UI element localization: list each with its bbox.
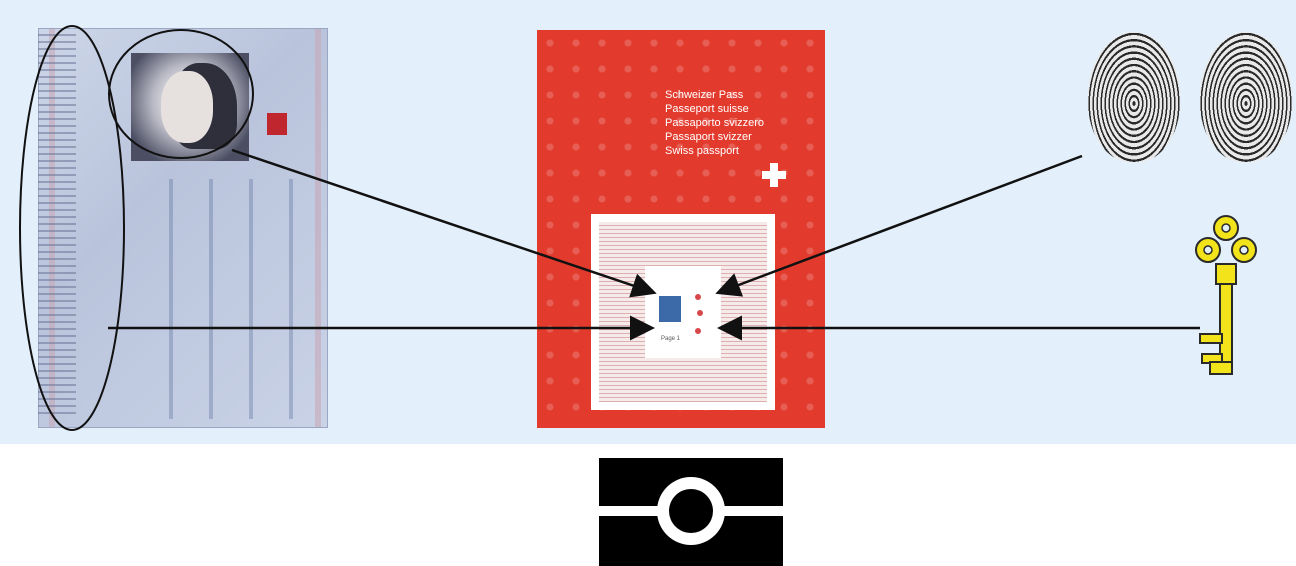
rfid-antenna: Page 1 xyxy=(599,222,767,402)
rfid-chip-window: Page 1 xyxy=(591,214,775,410)
fingerprint-icon xyxy=(1088,32,1180,162)
cover-title-line: Passaport svizzer xyxy=(665,130,805,144)
epassport-logo-icon xyxy=(599,458,783,566)
holder-photo xyxy=(131,53,249,161)
fingerprint-icon xyxy=(1200,32,1292,162)
passport-data-page xyxy=(38,28,328,428)
chip-dot xyxy=(695,294,701,300)
chip-label: Page 1 xyxy=(661,336,680,342)
photo-face xyxy=(161,71,213,143)
data-text-column xyxy=(249,179,253,419)
swiss-cross-icon xyxy=(759,160,789,190)
passport-cover: Schweizer Pass Passeport suisse Passapor… xyxy=(537,30,825,428)
data-text-column xyxy=(289,179,293,419)
security-strip xyxy=(315,29,321,427)
cover-title-line: Passeport suisse xyxy=(665,102,805,116)
chip-dot xyxy=(695,328,701,334)
data-text-column xyxy=(169,179,173,419)
cover-title-line: Passaporto svizzero xyxy=(665,116,805,130)
cover-title: Schweizer Pass Passeport suisse Passapor… xyxy=(665,88,805,158)
cover-title-line: Schweizer Pass xyxy=(665,88,805,102)
swiss-emblem xyxy=(267,113,287,135)
chip-dot xyxy=(697,310,703,316)
data-text-column xyxy=(209,179,213,419)
cover-title-line: Swiss passport xyxy=(665,144,805,158)
rfid-chip: Page 1 xyxy=(645,266,721,358)
key-icon xyxy=(1186,214,1266,384)
machine-readable-zone xyxy=(38,34,76,414)
chip-photo-slot xyxy=(659,296,681,322)
